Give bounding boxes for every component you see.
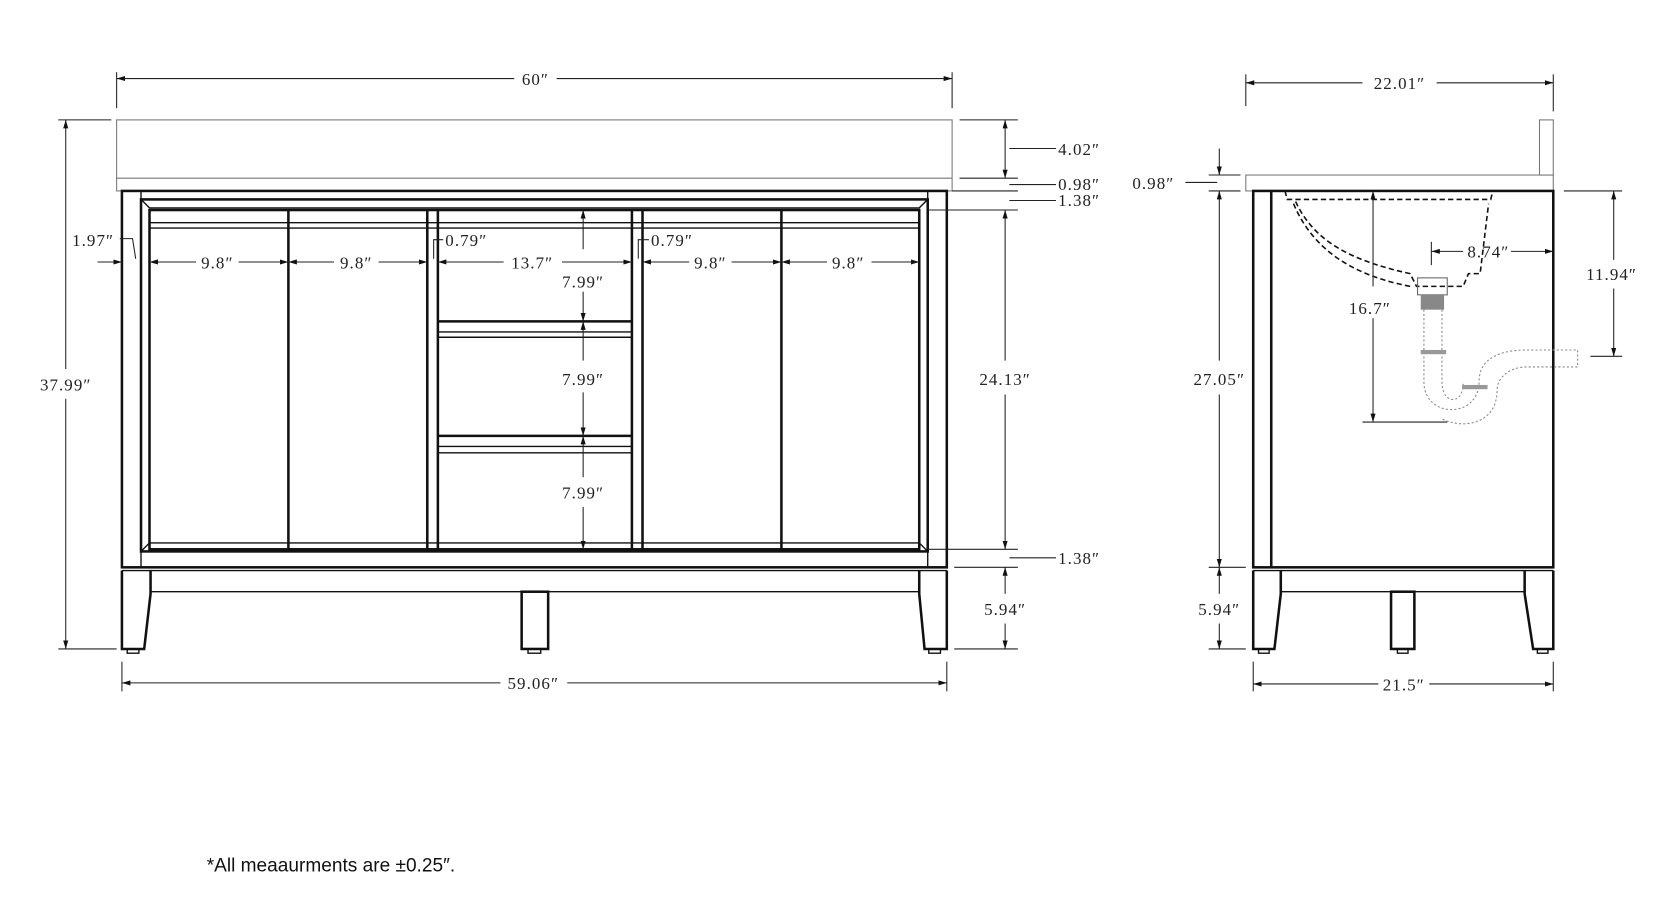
dimension-21-5: 21.5″	[1252, 661, 1554, 694]
dim-label: 9.8″	[201, 253, 234, 272]
dim-label: 16.7″	[1349, 299, 1391, 318]
dim-label: 0.79″	[445, 231, 487, 250]
dimension-37-99: 37.99″	[40, 119, 117, 650]
side-view: 22.01″ 0.98″ 27.05″ 5.94″ 21.5″	[1132, 74, 1637, 694]
dim-label: 59.06″	[508, 674, 560, 693]
dim-label: 0.98″	[1132, 174, 1174, 193]
p-trap	[1420, 309, 1579, 425]
dimension-plumbing: 8.74″ 16.7″ 11.94″	[1349, 190, 1637, 423]
side-body	[1251, 189, 1555, 569]
cabinet-body	[120, 189, 949, 569]
dim-label: 1.38″	[1058, 549, 1100, 568]
dim-label: 37.99″	[40, 375, 92, 394]
dim-label: 24.13″	[979, 370, 1031, 389]
dimension-60: 60″	[116, 70, 953, 109]
dim-label: 1.97″	[72, 231, 114, 250]
base-and-legs	[120, 569, 949, 654]
dim-label: 0.98″	[1058, 175, 1100, 194]
dim-label: 5.94″	[1198, 600, 1240, 619]
footnote: *All meaaurments are ±0.25″.	[207, 856, 455, 877]
dim-label: 21.5″	[1383, 675, 1425, 694]
side-base-and-legs	[1251, 569, 1555, 654]
dim-label: 60″	[522, 70, 549, 89]
dimension-row-widths: 1.97″ 9.8″ 9.8″ 0.79″ 13.7″ 0.79″ 9.8″ 9…	[72, 231, 920, 272]
dim-label: 9.8″	[340, 253, 373, 272]
dim-label: 0.79″	[651, 231, 693, 250]
dim-label: 27.05″	[1194, 370, 1246, 389]
dim-label: 7.99″	[562, 272, 604, 291]
dim-label: 7.99″	[562, 483, 604, 502]
dim-label: 4.02″	[1058, 140, 1100, 159]
dimension-59-06: 59.06″	[121, 661, 948, 693]
dimension-22-01: 22.01″	[1245, 74, 1554, 112]
dim-label: 1.38″	[1058, 191, 1100, 210]
dim-label: 11.94″	[1586, 265, 1637, 284]
dim-label: 5.94″	[984, 600, 1026, 619]
front-view: 60″ 37.99″ 59.06″ 1.97″ 9.8″ 9.8″ 0.79″	[40, 70, 1100, 693]
countertop	[116, 119, 953, 192]
dimension-side-left: 0.98″ 27.05″ 5.94″	[1132, 148, 1246, 650]
dim-label: 22.01″	[1374, 74, 1426, 93]
dim-label: 9.8″	[832, 253, 865, 272]
side-countertop	[1245, 119, 1554, 192]
dim-label: 8.74″	[1467, 243, 1509, 262]
dimension-drawer-heights: 7.99″ 7.99″ 7.99″	[562, 210, 604, 550]
dim-label: 13.7″	[511, 253, 553, 272]
dim-label: 7.99″	[562, 370, 604, 389]
dim-label: 9.8″	[694, 253, 726, 272]
sink-basin	[1284, 190, 1494, 310]
dimension-right-stack: 4.02″ 0.98″ 1.38″ 24.13″ 1.38″ 5.94″	[927, 119, 1100, 650]
